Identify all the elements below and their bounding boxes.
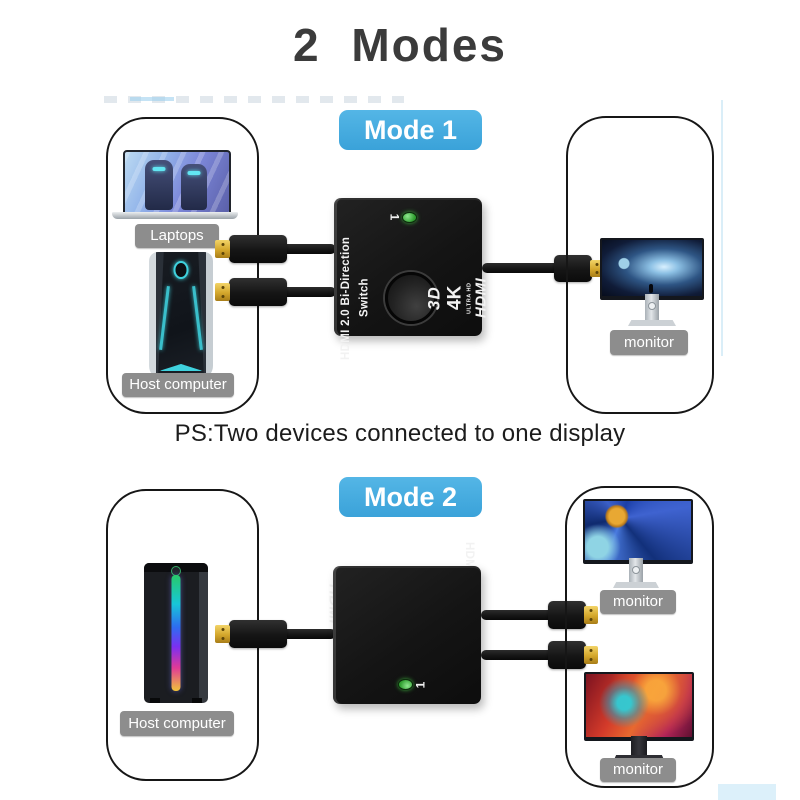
4k-logo: 4K: [444, 285, 466, 311]
hdmi-plug-tip: [215, 240, 230, 258]
mode1-note: PS:Two devices connected to one display: [174, 420, 626, 447]
mode1-source-group: [106, 117, 259, 414]
mode2-pill: Mode 2: [339, 477, 482, 517]
laptop-base: [112, 212, 238, 219]
monitor-image-flower: [583, 499, 693, 564]
monitor-stand: [629, 558, 643, 583]
monitor-base: [628, 320, 676, 326]
host-computer-label: Host computer: [122, 373, 234, 397]
hdmi-plug-tip: [584, 606, 598, 624]
monitor-stand: [645, 294, 659, 321]
hdmi-plug-tip: [215, 283, 230, 301]
switch-title-line1: HDMI 2.0 Bi-Direction: [340, 236, 352, 360]
mode1-pill: Mode 1: [339, 110, 482, 150]
mode2-display-group: [565, 486, 714, 788]
hdmi-plug: [548, 641, 586, 669]
mode1-display-group: [566, 116, 714, 414]
monitor-label: monitor: [610, 330, 688, 355]
tower-rgb-strip: [171, 575, 181, 691]
page-title: 2 Modes: [292, 19, 508, 71]
laptop-screen-figure: [181, 164, 207, 210]
hdmi-cable: [481, 610, 553, 620]
host-computer-label-2: Host computer: [120, 711, 234, 736]
3d-logo: 3D: [424, 286, 444, 310]
monitor-scene-figure: [649, 284, 653, 293]
monitor-base: [613, 582, 659, 588]
led-indicator-1: [397, 679, 413, 691]
hdmi-plug: [548, 601, 586, 629]
host-computer-image-2: [144, 563, 208, 703]
hdmi-cable: [282, 629, 336, 639]
hdmi-cable: [282, 287, 336, 297]
tower-glow: [159, 364, 203, 371]
host-computer-image: [149, 252, 213, 379]
tower-foot: [150, 698, 160, 703]
hdmi-plug-tip: [590, 260, 603, 277]
switch-logos: 3D 4K ULTRA HD HDMI: [425, 0, 490, 698]
edge-artifact-line: [721, 100, 723, 356]
tower-logo: [173, 261, 189, 279]
ghost-artifact: [104, 96, 404, 103]
monitor-label: monitor: [600, 758, 676, 782]
hdmi-plug-tip: [215, 625, 230, 643]
tower-foot: [192, 698, 202, 703]
switch-title-line2: Switch: [358, 278, 371, 318]
hdmi-cable: [282, 244, 336, 254]
led-indicator-1: [402, 211, 418, 223]
hdmi-plug-tip: [584, 646, 598, 664]
ghost-artifact-blue: [130, 97, 174, 101]
hdmi-plug: [554, 255, 592, 282]
switch-title: HDMI 2.0 Bi-Direction Switch: [337, 0, 385, 698]
hdmi-logo: HDMI: [472, 277, 490, 319]
hdmi-plug: [229, 235, 287, 263]
monitor-stand-dark: [631, 736, 647, 757]
laptop-image: [123, 150, 231, 216]
port-1-indicator: 1: [397, 678, 428, 692]
laptop-screen-figure: [145, 160, 173, 210]
port-1-indicator: 1: [387, 210, 418, 224]
hdmi-cable: [481, 650, 553, 660]
switch-face: 3D 4K ULTRA HD HDMI 1 2 HDMI 2.0 Bi-Di: [333, 236, 490, 704]
monitor-label: monitor: [600, 590, 676, 614]
port-1-number: 1: [414, 681, 428, 689]
hdmi-cable: [482, 263, 560, 273]
hdmi-switch-device-2: 3D 4K ULTRA HD HDMI 1 2 HDMI 2.0 Bi-Di: [333, 236, 490, 704]
monitor-image-astronaut: [584, 672, 694, 741]
hdmi-plug: [229, 278, 287, 306]
edge-artifact-patch: [718, 784, 776, 800]
hdmi-plug: [229, 620, 287, 648]
laptops-label: Laptops: [135, 224, 219, 248]
monitor-image: [600, 238, 704, 300]
